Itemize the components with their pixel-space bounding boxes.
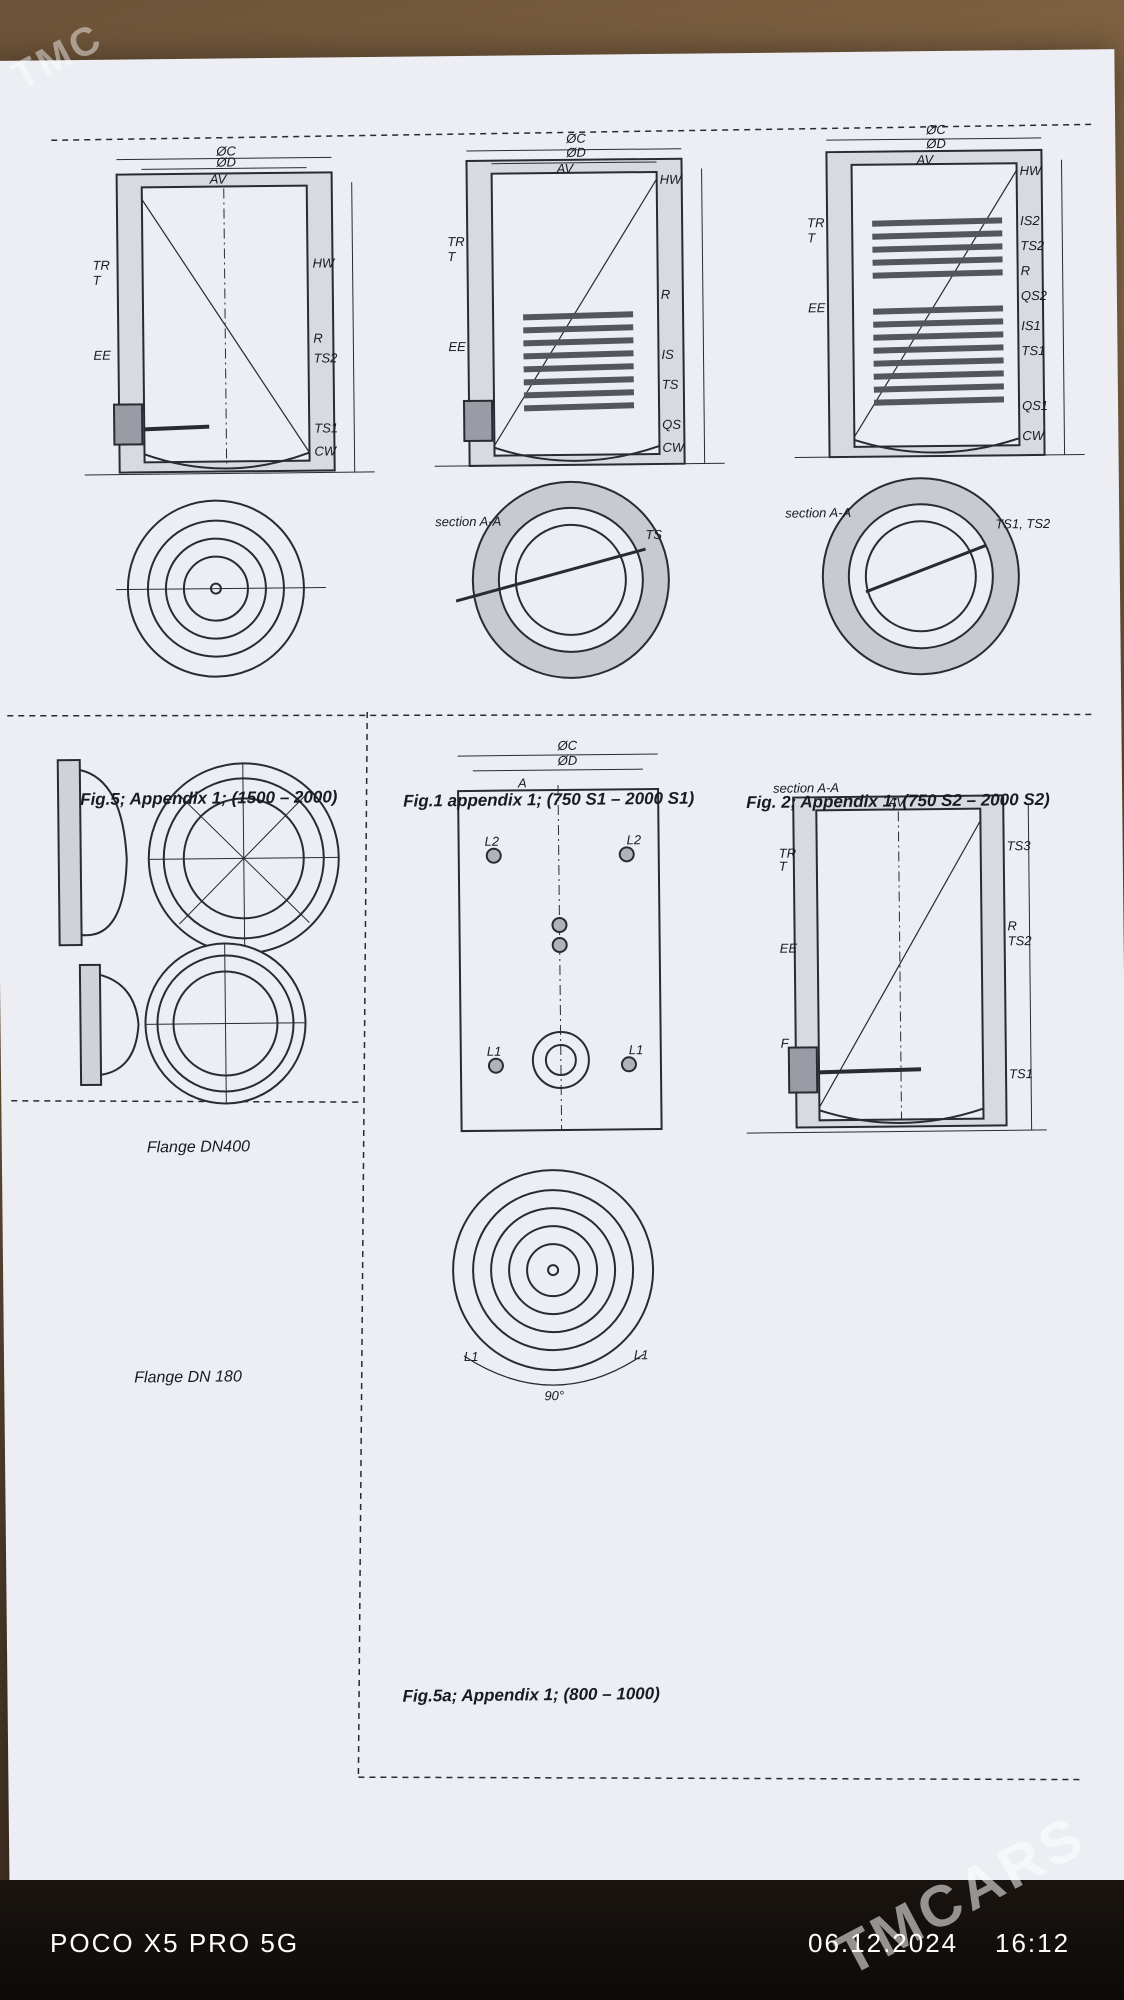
fig2-section-ts-label: TS1, TS2	[995, 516, 1051, 532]
fig2-hw-label: HW	[1020, 163, 1044, 178]
fig1-hw-label: HW	[660, 172, 684, 187]
flange-dash-line	[11, 1100, 362, 1103]
time-stamp: 16:12	[995, 1928, 1071, 1958]
fig1-cw-label: CW	[662, 440, 686, 455]
fig2-qs2-label: QS2	[1021, 288, 1048, 303]
fig5-t-label: T	[93, 273, 102, 288]
fig5-ts1-label: TS1	[314, 420, 338, 435]
device-stamp: POCO X5 PRO 5G	[50, 1928, 300, 1958]
flange-dn400-label: Flange DN400	[146, 1138, 251, 1157]
flange-dn180-front	[144, 942, 307, 1105]
date-stamp: 06.12.2024	[808, 1928, 959, 1958]
fig1-caption: Fig.1 appendix 1; (750 S1 – 2000 S1)	[403, 788, 695, 811]
fig2-ee-label: EE	[808, 300, 826, 315]
fig1-ee-label: EE	[448, 339, 466, 354]
fig5-oc-label: ØC	[215, 143, 236, 158]
fig5-tank	[84, 156, 375, 476]
technical-drawing: ØC ØD AV HW TR T EE R TS2 TS1 CW ØC ØD A…	[7, 122, 1093, 1781]
aa-ts2-label: TS2	[1008, 933, 1033, 948]
fig1-od-label: ØD	[565, 145, 586, 160]
fig2-is1-label: IS1	[1021, 318, 1041, 333]
fig2-cw-label: CW	[1022, 428, 1046, 443]
fig5-caption: Fig.5; Appendix 1; (1500 – 2000)	[80, 787, 338, 810]
flange-dn400-side	[56, 759, 128, 947]
fig1-r-label: R	[661, 287, 671, 302]
fig2-oc-label: ØC	[925, 122, 946, 137]
fig2-tr-label: TR	[807, 215, 824, 230]
aa-ee-label: EE	[780, 941, 798, 956]
fig5a-l1-circle-left: L1	[464, 1349, 479, 1364]
fig5-av-label: AV	[209, 171, 228, 186]
fig2-is2-label: IS2	[1020, 213, 1040, 228]
aa-t-label: T	[779, 859, 788, 874]
fig5a-a-label: A	[517, 775, 527, 790]
fig1-tr-label: TR	[447, 234, 464, 249]
fig1-is-label: IS	[661, 347, 674, 362]
fig5-cw-label: CW	[314, 443, 338, 458]
fig5-hw-label: HW	[312, 255, 336, 270]
fig5a-l1-left: L1	[487, 1044, 502, 1059]
fig1-qs-label: QS	[662, 417, 681, 432]
fig5-r-label: R	[313, 330, 323, 345]
fig2-section-circle	[821, 477, 1020, 676]
photo-bottom-bar	[0, 1880, 1124, 2000]
fig2-tank	[794, 137, 1085, 459]
flange-dn180-label: Flange DN 180	[134, 1368, 242, 1387]
fig5-section-circle	[115, 499, 326, 678]
fig2-qs1-label: QS1	[1022, 398, 1048, 413]
fig2-section-label: section A-A	[785, 505, 851, 521]
fig1-av-label: AV	[555, 161, 574, 176]
fig5-ee-label: EE	[93, 348, 111, 363]
fig5a-l1-circle-right: L1	[634, 1347, 649, 1362]
fig5a-front-view	[457, 753, 663, 1133]
section-aa-tank	[746, 794, 1047, 1134]
fig5a-caption: Fig.5a; Appendix 1; (800 – 1000)	[402, 1684, 660, 1706]
fig1-t-label: T	[447, 249, 456, 264]
fig5a-angle-label: 90°	[544, 1388, 564, 1403]
fig5a-oc-label: ØC	[557, 738, 578, 753]
vertical-dash-line	[357, 712, 368, 1778]
fig5a-l1-right: L1	[629, 1042, 644, 1057]
fig1-section-circle	[455, 480, 670, 679]
aa-av-label: AV	[887, 794, 906, 809]
fig5-ts2-label: TS2	[313, 350, 338, 365]
top-dash-line	[51, 123, 1092, 142]
flange-dn400-front	[147, 762, 340, 955]
fig2-av-label: AV	[915, 152, 934, 167]
paper-sheet: ØC ØD AV HW TR T EE R TS2 TS1 CW ØC ØD A…	[0, 49, 1124, 1901]
fig2-ts2-label: TS2	[1020, 238, 1045, 253]
fig5a-l2-right: L2	[627, 832, 642, 847]
fig2-od-label: ØD	[925, 136, 946, 151]
fig1-section-ts-label: TS	[645, 527, 662, 542]
aa-r-label: R	[1007, 918, 1017, 933]
aa-tr-label: TR	[779, 846, 796, 861]
fig1-oc-label: ØC	[565, 131, 586, 146]
fig1-section-label: section A-A	[435, 514, 501, 530]
fig2-r-label: R	[1021, 263, 1031, 278]
fig2-ts1-label: TS1	[1021, 343, 1045, 358]
aa-ts3-label: TS3	[1007, 838, 1032, 853]
fig5a-top-circle	[452, 1169, 655, 1386]
fig1-tank	[434, 148, 725, 467]
flange-dn180-side	[78, 963, 140, 1087]
fig2-t-label: T	[807, 230, 816, 245]
fig2-caption: Fig. 2; Appendix 1; (750 S2 – 2000 S2)	[746, 789, 1050, 813]
aa-ts1-label: TS1	[1009, 1066, 1033, 1081]
middle-dash-line	[7, 713, 1093, 717]
aa-section-label: section A-A	[773, 780, 839, 796]
aa-f-label: F	[781, 1036, 790, 1051]
fig5-od-label: ØD	[215, 154, 236, 169]
fig5a-od-label: ØD	[557, 753, 578, 768]
bottom-dash-line	[358, 1776, 1084, 1781]
fig1-ts-label: TS	[662, 377, 679, 392]
fig5-tr-label: TR	[92, 258, 109, 273]
fig5a-l2-left: L2	[485, 834, 500, 849]
